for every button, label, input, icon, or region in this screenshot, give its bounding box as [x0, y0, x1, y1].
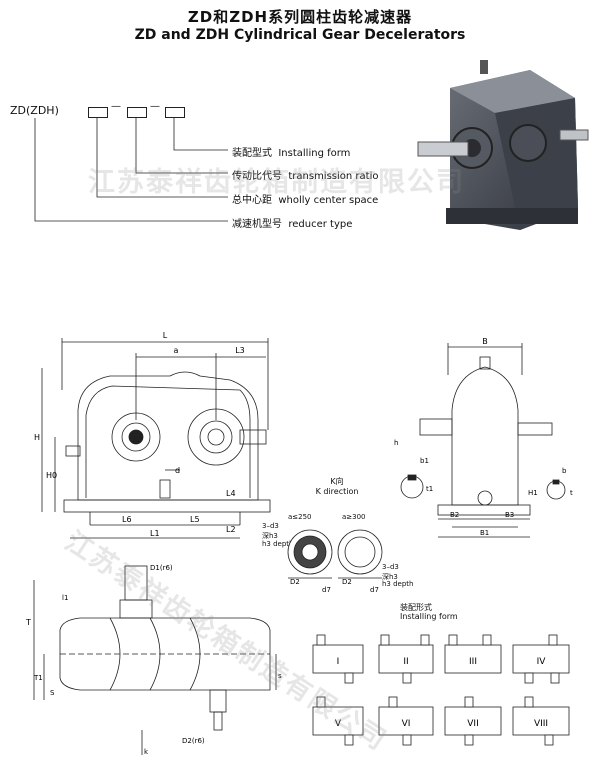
legend-transmission-ratio: 传动比代号 transmission ratio [232, 171, 379, 182]
code-box-1 [88, 107, 108, 118]
dim-b1: b1 [420, 457, 429, 465]
form-III: III [469, 657, 477, 667]
dim-d: d [175, 466, 180, 475]
k-left-condition: a≤250 [288, 513, 312, 521]
side-view-drawing: B b1 t1 h B2 B3 B1 H1 b t [394, 337, 573, 538]
k-left-depth-cn: 深h3 [262, 532, 278, 540]
form-VII: VII [467, 719, 478, 729]
dim-L2: L2 [226, 525, 236, 534]
dim-h: h [394, 439, 398, 447]
dim-B3: B3 [505, 511, 514, 519]
code-separator-2: — [150, 101, 160, 112]
form-I: I [337, 657, 340, 667]
dim-s: s [278, 672, 282, 680]
form-VI: VI [402, 719, 411, 729]
code-box-2 [127, 107, 147, 118]
legend-reducer-type: 减速机型号 reducer type [232, 219, 353, 230]
dim-T: T [25, 618, 31, 627]
k-right-depth-en: h3 depth [382, 580, 414, 588]
dim-H: H [34, 433, 40, 442]
dim-B1: B1 [480, 529, 489, 537]
dim-L5: L5 [190, 515, 200, 524]
legend-installing-form: 装配型式 Installing form [232, 148, 351, 159]
k-right-D2: D2 [342, 578, 352, 586]
k-left-holes: 3–d3 [262, 522, 279, 530]
dim-T1: T1 [33, 674, 43, 682]
form-II: II [403, 657, 408, 667]
dim-H0: H0 [46, 471, 57, 480]
dim-b: b [562, 467, 567, 475]
dim-H1: H1 [528, 489, 538, 497]
dim-t1: t1 [426, 485, 433, 493]
title-chinese: ZD和ZDH系列圆柱齿轮减速器 [187, 8, 413, 26]
form-V: V [335, 719, 342, 729]
top-view-drawing: D1(r6) l1 T T1 S s D2(r6) k [25, 564, 282, 756]
dim-a: a [174, 346, 179, 355]
dim-B: B [482, 337, 488, 346]
model-code-prefix: ZD(ZDH) [10, 104, 59, 117]
title-english: ZD and ZDH Cylindrical Gear Decelerators [134, 27, 466, 43]
k-right-depth-cn: 深h3 [382, 573, 398, 581]
k-right-condition: a≥300 [342, 513, 366, 521]
k-left-d7: d7 [322, 586, 331, 594]
dim-L4: L4 [226, 489, 236, 498]
dim-k: k [144, 748, 149, 756]
installing-forms-grid: I II III IV V VI VII VIII [312, 634, 570, 746]
k-right-holes: 3–d3 [382, 563, 399, 571]
installing-title-en: Installing form [400, 612, 458, 621]
code-box-3 [165, 107, 185, 118]
form-IV: IV [537, 657, 547, 667]
dim-B2: B2 [450, 511, 459, 519]
k-left-D2: D2 [290, 578, 300, 586]
gearbox-photo [417, 60, 589, 230]
dim-S: S [50, 689, 55, 697]
installing-title-cn: 装配形式 [400, 603, 432, 612]
dim-D2: D2(r6) [182, 737, 205, 745]
dim-L6: L6 [122, 515, 132, 524]
form-VIII: VIII [534, 719, 548, 729]
model-code-leader-lines [34, 118, 228, 222]
dim-L1: L1 [150, 529, 160, 538]
k-right-d7: d7 [370, 586, 379, 594]
dim-L: L [163, 331, 168, 340]
dim-l1: l1 [62, 594, 68, 602]
k-view-title-en: K direction [315, 487, 359, 496]
k-view-drawing: D2 d7 D2 d7 [287, 529, 383, 594]
front-view-drawing: L a L3 H H0 d L4 L6 L5 L2 L1 [34, 331, 271, 539]
k-view-title-cn: K向 [330, 477, 344, 486]
dim-L3: L3 [235, 346, 245, 355]
k-left-depth-en: h3 depth [262, 540, 294, 548]
dim-t: t [570, 489, 573, 497]
dim-D1: D1(r6) [150, 564, 173, 572]
code-separator-1: — [111, 101, 121, 112]
legend-center-space: 总中心距 wholly center space [232, 195, 379, 206]
